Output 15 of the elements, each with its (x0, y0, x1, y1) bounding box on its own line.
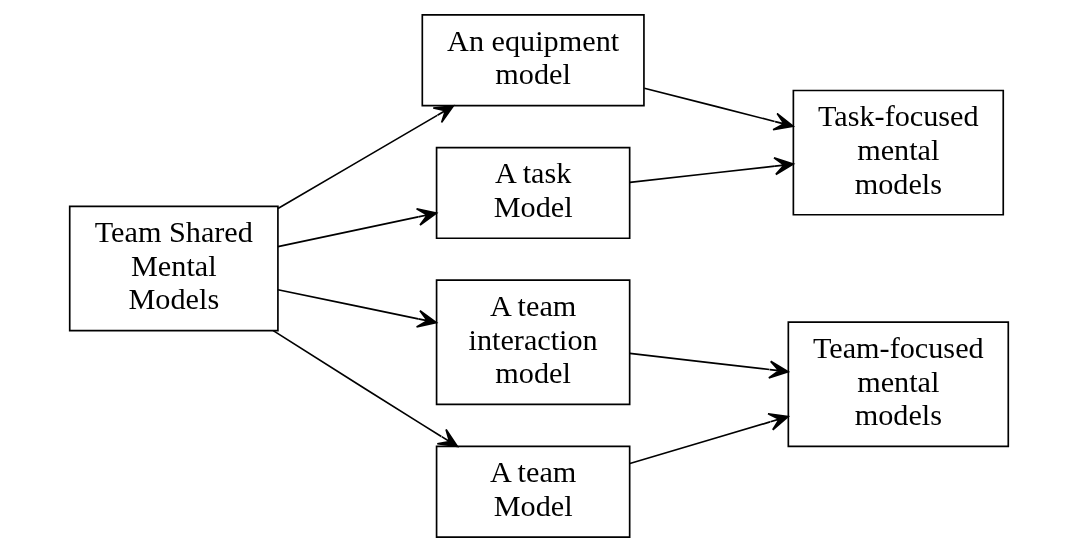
arrow (276, 288, 437, 328)
node-box: Task-focused mental models (792, 89, 1004, 216)
node-box: Team Shared Mental Models (68, 205, 279, 332)
arrow (271, 329, 458, 448)
node-box: An equipment model (420, 14, 645, 107)
arrow (276, 207, 437, 248)
arrow (643, 87, 794, 131)
arrow (628, 157, 794, 184)
arrow (628, 352, 789, 379)
node-box: A task Model (435, 146, 630, 240)
arrow (276, 105, 454, 210)
node-box: Team-focused mental models (787, 321, 1009, 448)
node-box: A team Model (435, 445, 630, 538)
node-box: A team interaction model (435, 279, 630, 406)
arrow (628, 412, 789, 465)
